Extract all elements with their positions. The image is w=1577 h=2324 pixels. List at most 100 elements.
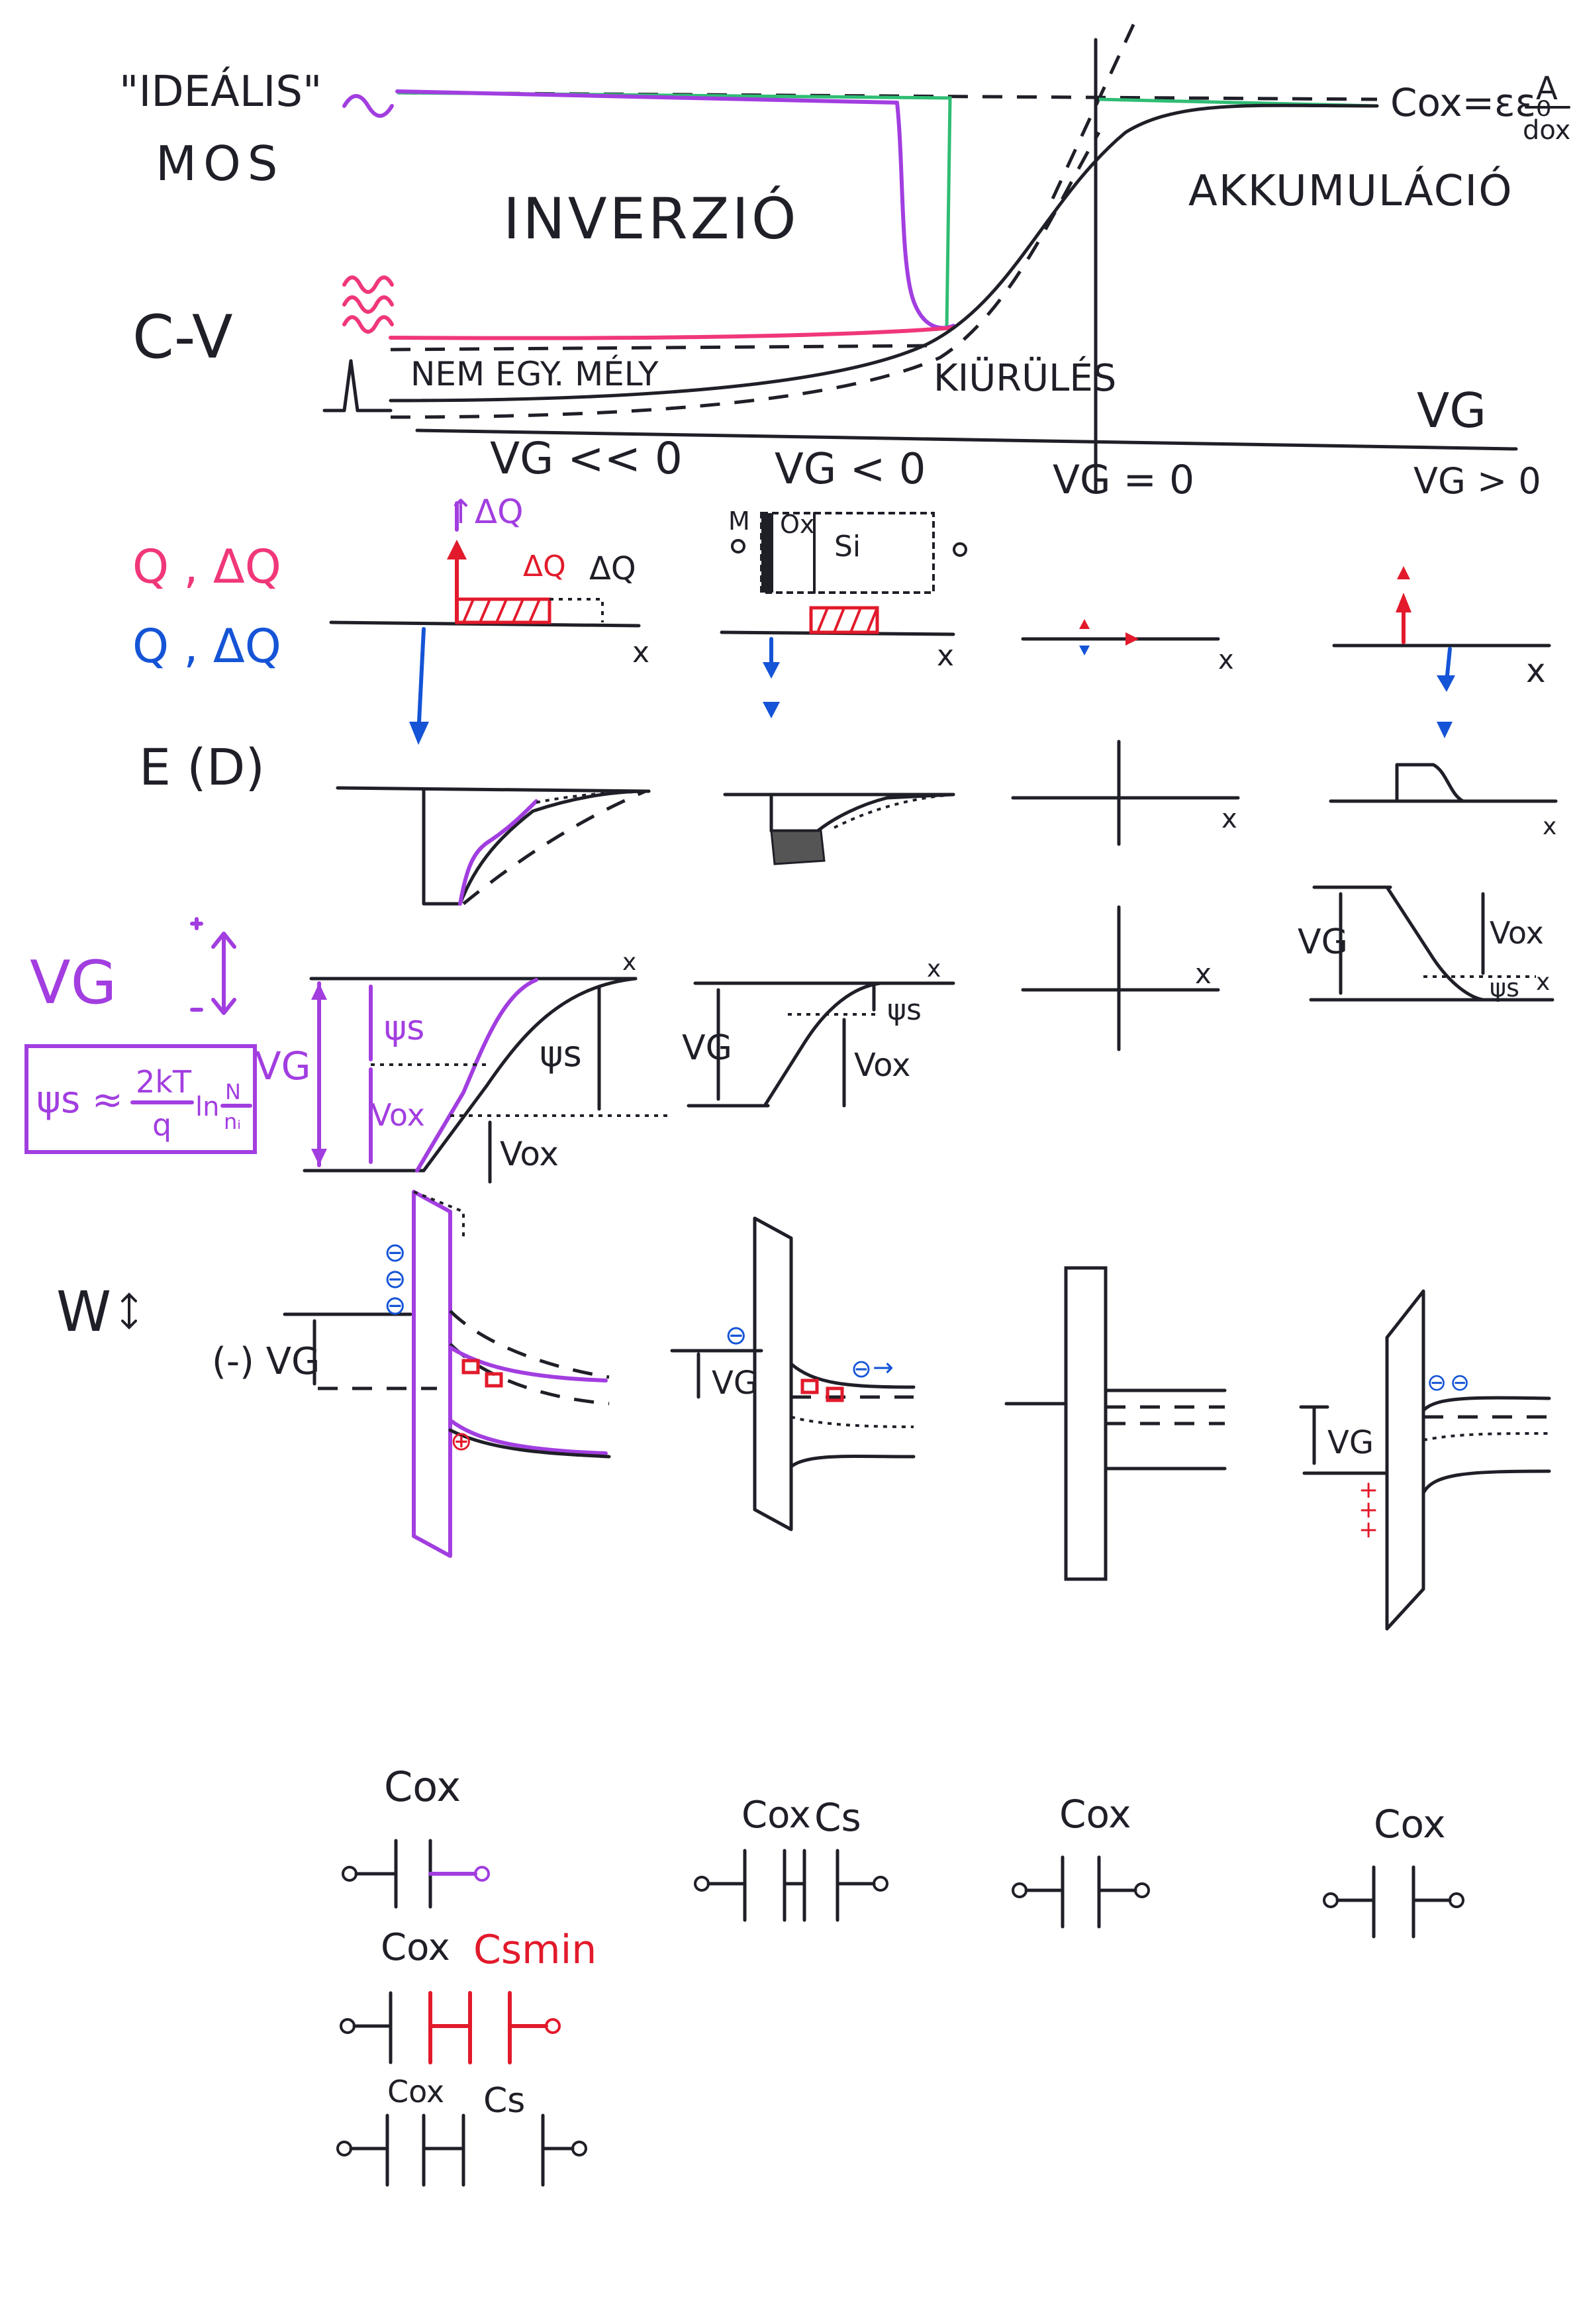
cap-col3: Cox	[1012, 1792, 1150, 1929]
series-caps	[706, 1849, 876, 1922]
electron-3: ⊖	[384, 1290, 406, 1321]
energy-updown-icon	[121, 1292, 137, 1330]
formula-ratio-num: N	[225, 1079, 241, 1104]
mos-label: MOS	[156, 136, 285, 191]
accumulation-label: AKKUMULÁCIÓ	[1188, 166, 1513, 216]
voltage-col2: VG ψs Vox x	[682, 955, 955, 1108]
blue-arrowhead	[763, 662, 780, 679]
vg-plus-minus-icon	[190, 917, 236, 1015]
formula-ratio-den: nᵢ	[224, 1109, 241, 1134]
vg-label: VG	[712, 1365, 758, 1402]
cb-purple	[448, 1345, 608, 1382]
oxide-parallelogram	[1385, 1289, 1425, 1631]
cox-capacitor	[1335, 1865, 1452, 1939]
red-depletion-charge	[809, 606, 879, 634]
vg-label: VG	[682, 1028, 732, 1068]
cox-formula: Cox=εε₀	[1390, 80, 1551, 125]
voltage-col1: VG ψs Vox ψs Vox x	[255, 949, 669, 1184]
oxide-rect	[1064, 1266, 1108, 1581]
dq-black-label: ΔQ	[589, 550, 636, 587]
terminal-left	[1012, 1882, 1027, 1898]
vb	[789, 1454, 916, 1469]
red-hatch	[816, 607, 879, 633]
ei-dotted	[790, 1416, 914, 1428]
field-purple	[458, 799, 538, 906]
potential-black	[422, 977, 638, 1173]
x-label: x	[937, 639, 954, 673]
voltage-label: VG	[30, 948, 117, 1018]
hole-3: ⊕	[450, 1426, 473, 1457]
cb-dashed	[449, 1310, 610, 1379]
bands-col1: (-) VG ⊖ ⊖ ⊖ ⊕	[212, 1190, 611, 1558]
red-arrowhead	[1396, 593, 1411, 612]
cb	[1421, 1396, 1551, 1412]
psi-label: ψs	[887, 993, 922, 1027]
cox-capacitor	[352, 1991, 393, 2064]
x-label: x	[927, 955, 941, 983]
cs-label: Cs	[483, 2081, 525, 2121]
field-profile	[1395, 763, 1465, 803]
electron-arrow: →	[873, 1353, 894, 1382]
psi-purple-label: ψs	[384, 1008, 424, 1048]
formula-den: q	[152, 1107, 171, 1143]
terminal-left	[342, 1866, 358, 1882]
deep-depletion-label: NEM EGY. MÉLY	[410, 354, 659, 393]
vg-purple-label: VG	[255, 1043, 311, 1089]
terminal-left	[340, 2018, 356, 2034]
cox-formula-num: A	[1536, 70, 1558, 107]
baseline	[336, 786, 651, 793]
psi-black-label: ψs	[540, 1033, 582, 1075]
cox-label: Cox	[384, 1763, 461, 1811]
blue-arrowhead-lower	[763, 702, 780, 718]
potential-black	[1385, 885, 1485, 1002]
formula-num: 2kT	[136, 1064, 192, 1100]
x-label: x	[1195, 957, 1212, 990]
field-col1	[336, 786, 651, 906]
struct-ox: Ox	[780, 510, 814, 539]
col2-heading: VG < 0	[775, 445, 926, 494]
vox-label: Vox	[854, 1047, 910, 1084]
extra-charge-dashed	[550, 598, 604, 622]
field-dashed	[462, 789, 646, 905]
electron-right: ⊖	[851, 1354, 872, 1383]
ideal-label: "IDEÁLIS"	[119, 66, 322, 117]
cv-plot: INVERZIÓ AKKUMULÁCIÓ KIÜRÜLÉS NEM EGY. M…	[389, 12, 1570, 492]
cap-col1: Cox Cox Csmin Cox Cs	[336, 1763, 597, 2187]
hole-1	[800, 1379, 819, 1394]
red-hatch	[462, 599, 541, 623]
red-charge-arrowhead	[447, 540, 467, 559]
vox-black-label: Vox	[500, 1135, 559, 1173]
terminal-right	[1449, 1892, 1464, 1908]
field-profile	[422, 787, 651, 906]
terminal-right	[873, 1876, 888, 1892]
dq-red-label: ΔQ	[523, 550, 566, 583]
tiny-blue-charge	[1079, 646, 1090, 655]
oxide-parallelogram	[753, 1216, 793, 1531]
cv-s-curve	[389, 103, 1379, 403]
potential-black	[763, 981, 883, 1108]
x-label: x	[1221, 804, 1237, 834]
charge-col2: M Ox Si x	[720, 507, 967, 718]
bands-col2: ⊖ VG ⊖ →	[670, 1216, 916, 1531]
pulse-signal-icon	[322, 359, 393, 412]
hole-2	[485, 1372, 503, 1388]
cox-label-3: Cox	[387, 2074, 444, 2109]
field-profile	[769, 793, 955, 833]
charge-col4: x	[1332, 566, 1551, 738]
charge-label-red: Q , ΔQ	[132, 540, 281, 594]
vox-purple-label: Vox	[371, 1097, 425, 1133]
hole-1	[461, 1359, 480, 1375]
bands-col4: VG + + + ⊖ ⊖	[1299, 1289, 1551, 1631]
neg-vg-label: (-) VG	[212, 1340, 320, 1383]
charge-label-blue: Q , ΔQ	[132, 619, 281, 673]
purple-lf-curve	[395, 89, 955, 330]
vg-label: VG	[1298, 922, 1348, 962]
plus-1: +	[1359, 1477, 1378, 1504]
struct-si: Si	[834, 530, 861, 563]
vg-axis-label: VG	[1417, 383, 1486, 438]
vb-black	[448, 1428, 611, 1459]
formula-ln: ln	[195, 1092, 219, 1122]
cox-label-2: Cox	[381, 1926, 450, 1969]
col3-heading: VG = 0	[1053, 457, 1194, 503]
cs-label: Cs	[814, 1795, 861, 1840]
